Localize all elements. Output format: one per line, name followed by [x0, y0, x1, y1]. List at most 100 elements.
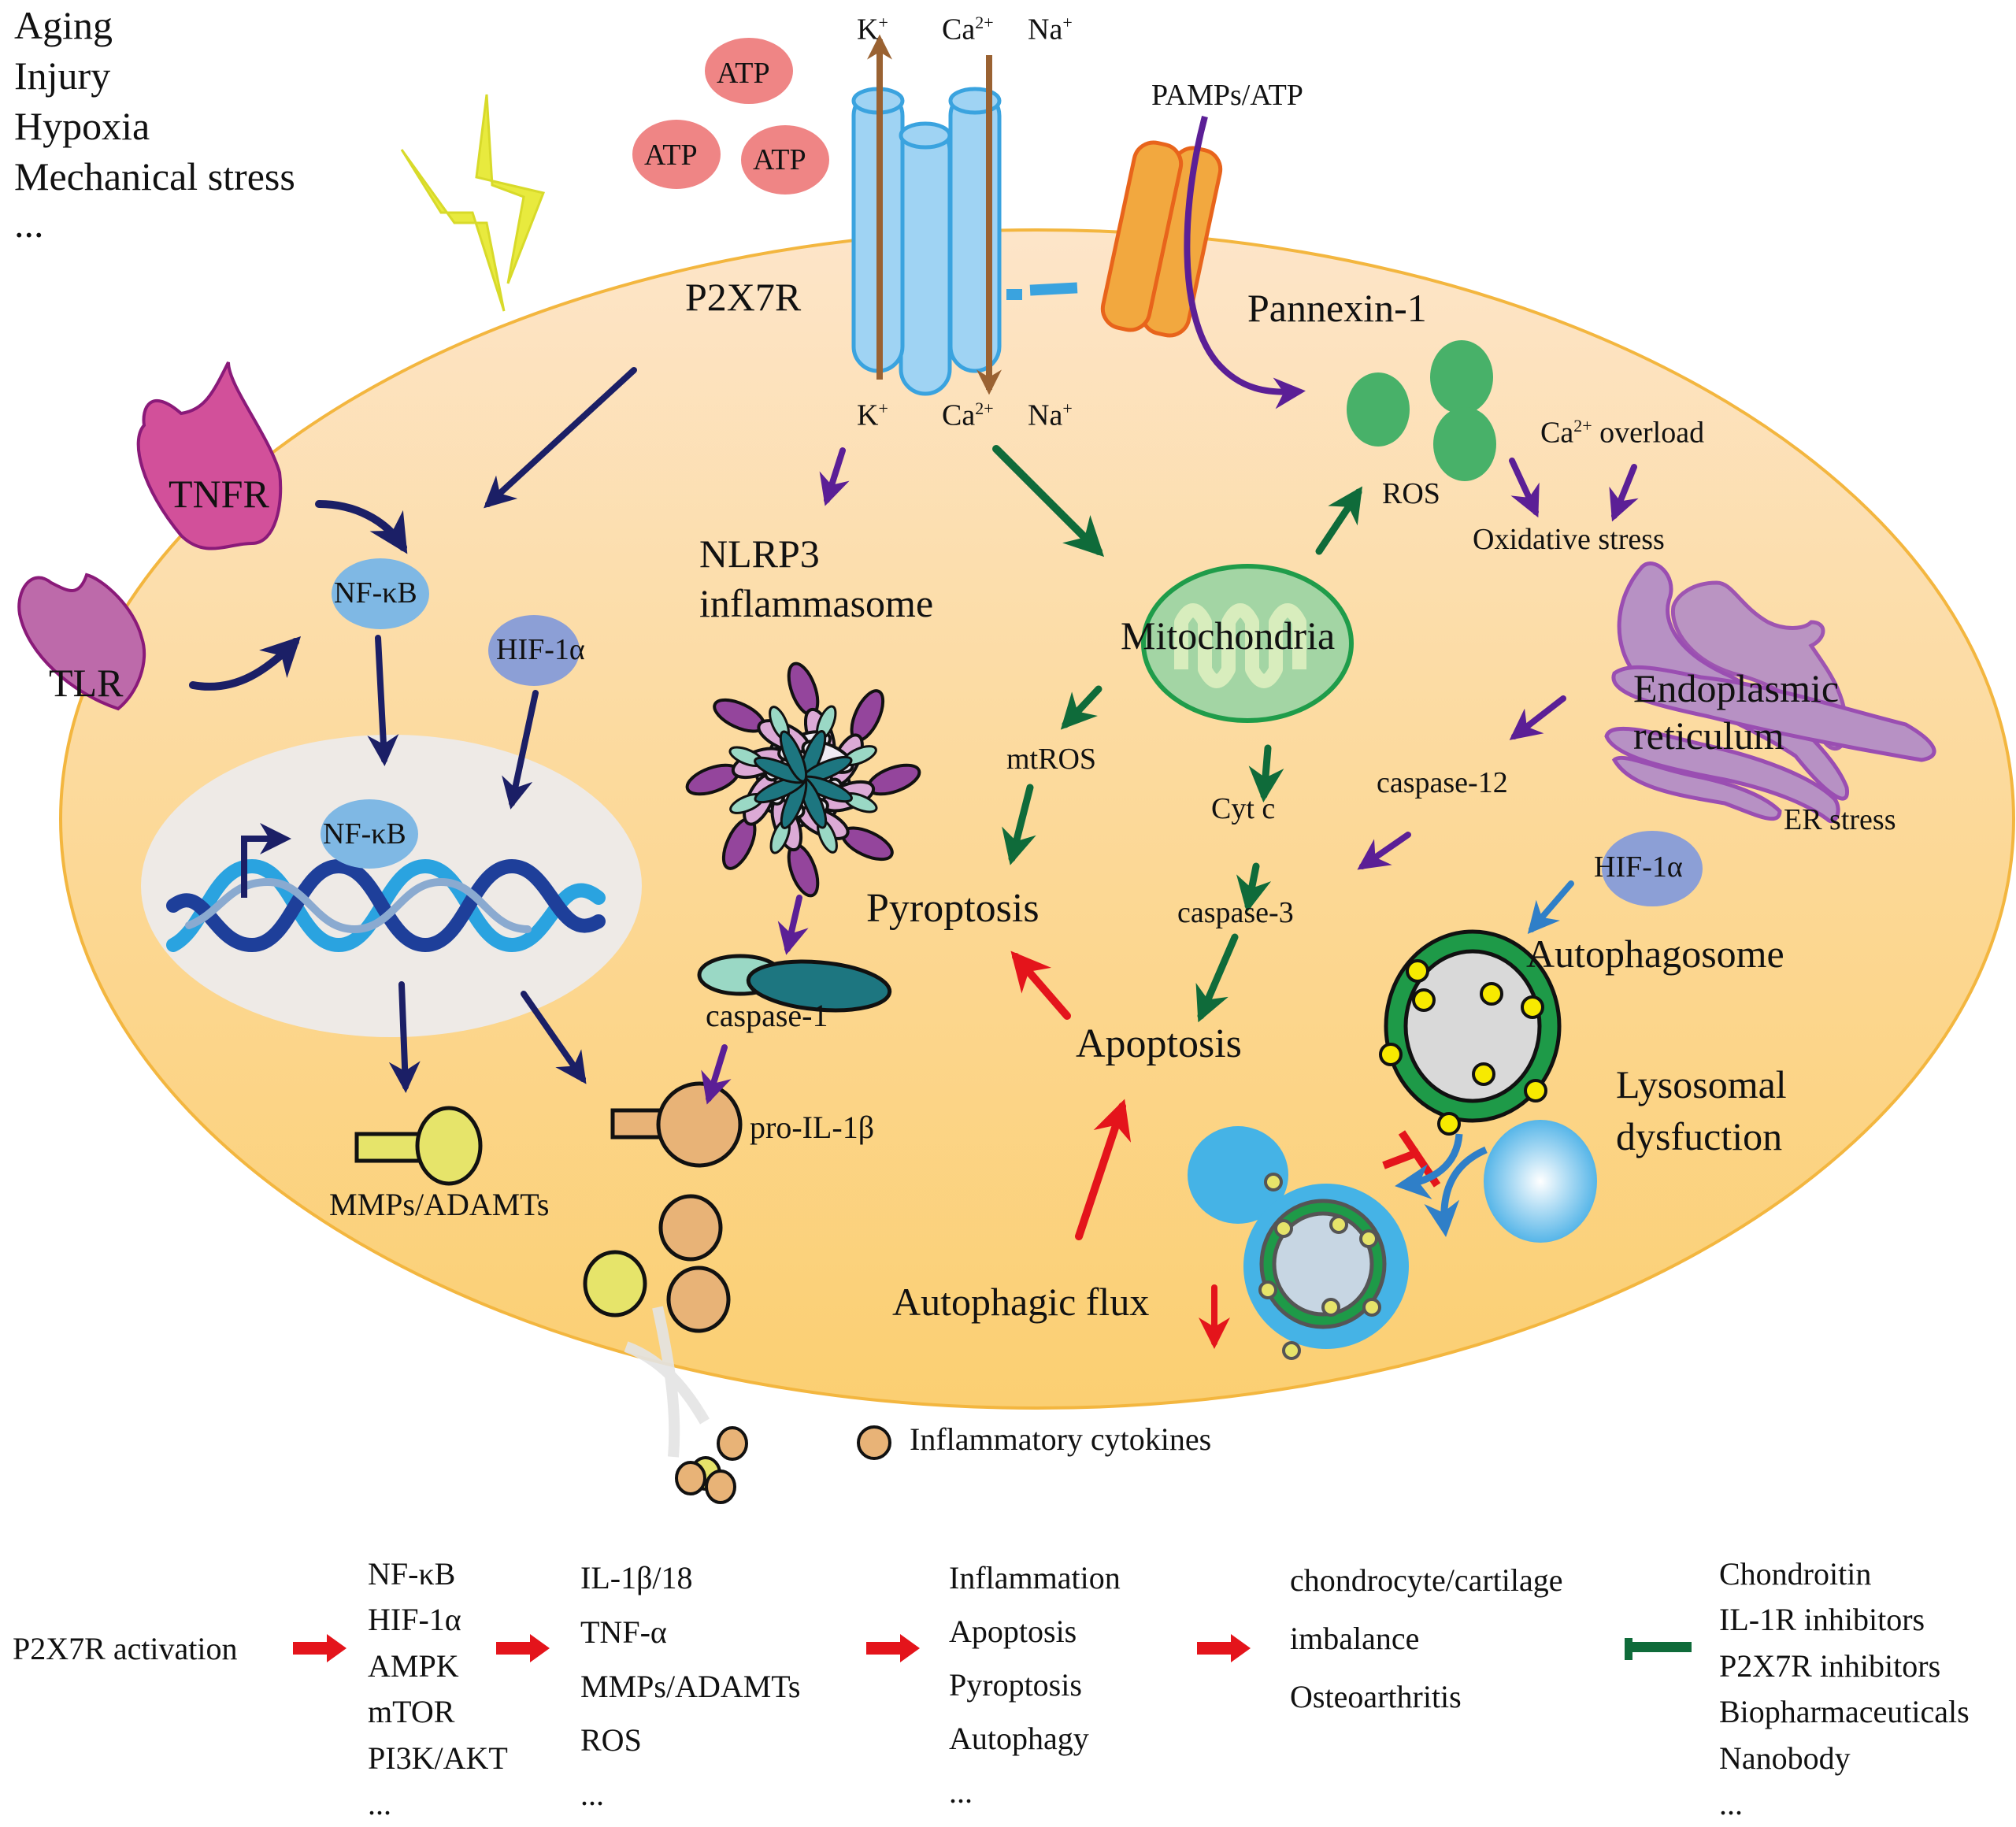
flow-outcome-item: imbalance [1290, 1621, 1420, 1656]
p2x7r-pannexin-link [1006, 282, 1078, 300]
er-label-line2: reticulum [1633, 713, 1784, 758]
flow-inhibitor-item: ... [1719, 1785, 1743, 1821]
cytokines-label: Inflammatory cytokines [910, 1421, 1212, 1457]
inhibition-bar-icon [1625, 1638, 1692, 1660]
flow-arrows [293, 1634, 1251, 1662]
fusion-arrows [1395, 1133, 1488, 1237]
pamps-label: PAMPs/ATP [1151, 79, 1303, 112]
ion-label-k-bottom: K+ [857, 398, 888, 432]
pro-il1b-label: pro-IL-1β [750, 1110, 875, 1145]
lightning-icon [400, 94, 546, 312]
flow-process-item: Inflammation [949, 1560, 1121, 1595]
flow-inhibitors-list: Chondroitin IL-1R inhibitors P2X7R inhib… [1719, 1551, 1970, 1827]
apoptosis-label: Apoptosis [1076, 1021, 1242, 1066]
nfkb-cyto-node [332, 558, 429, 629]
nlrp3-inflammasome-icon [685, 662, 921, 898]
cytc-label: Cyt c [1211, 792, 1276, 825]
flow-arrow-3 [866, 1634, 920, 1662]
flow-processes-list: Inflammation Apoptosis Pyroptosis Autoph… [949, 1551, 1121, 1819]
flow-signaling-list: NF-κB HIF-1α AMPK mTOR PI3K/AKT ... [368, 1551, 508, 1827]
flow-arrow-4 [1197, 1634, 1251, 1662]
flow-process-item: Autophagy [949, 1721, 1089, 1756]
lysosome-organelle [1484, 1120, 1597, 1243]
flow-outcome-list: chondrocyte/cartilage imbalance Osteoart… [1290, 1551, 1562, 1726]
caspase1-icon [697, 954, 892, 1013]
nfkb-nucleus-node [321, 799, 418, 869]
ros-label: ROS [1382, 477, 1440, 510]
ion-label-na-bottom: Na+ [1028, 398, 1073, 432]
flow-arrow-1 [293, 1634, 346, 1662]
stimulus-item: Injury [14, 54, 111, 98]
flow-signaling-item: NF-κB [368, 1556, 456, 1592]
mmp-protein-icon [354, 1106, 483, 1186]
autophagic-flux-label: Autophagic flux [892, 1280, 1150, 1324]
cytokine-legend-icon [675, 1425, 891, 1504]
flow-inhibitor-item: IL-1R inhibitors [1719, 1602, 1925, 1638]
tlr-receptor [17, 573, 146, 711]
flow-inhibitor-item: P2X7R inhibitors [1719, 1647, 1941, 1684]
flow-mediator-item: MMPs/ADAMTs [580, 1668, 801, 1704]
flow-process-item: Pyroptosis [949, 1667, 1082, 1703]
er-stress-label: ER stress [1784, 803, 1896, 836]
flow-start: P2X7R activation [13, 1631, 238, 1666]
hif-auto-node [1602, 831, 1703, 906]
hif-cyto-label: HIF-1α [496, 633, 585, 666]
transcription-start-icon [241, 823, 291, 898]
autophagosome-label: Autophagosome [1526, 932, 1784, 976]
ca-overload-label: Ca2+ overload [1540, 416, 1705, 450]
mitochondria-organelle [1141, 564, 1354, 723]
ros-molecules [1347, 340, 1496, 481]
p2x7r-channel [851, 87, 1002, 396]
stimulus-item: Aging [14, 3, 113, 47]
stimulus-item: ... [14, 202, 44, 246]
autophagosome-organelle [1379, 929, 1562, 1136]
ion-label-ca-bottom: Ca2+ [942, 398, 994, 432]
nlrp3-label-line2: inflammasome [699, 580, 934, 625]
atp-label: ATP [753, 143, 806, 176]
tlr-label: TLR [49, 661, 124, 705]
cytokine-particles [583, 1194, 731, 1333]
nfkb-nucleus-label: NF-κB [323, 817, 406, 850]
lysosomal-dysfunction-label: Lysosomal dysfuction [1616, 1058, 1787, 1162]
flow-inhibitor-item: Nanobody [1719, 1740, 1851, 1776]
flow-mediator-item: ... [580, 1777, 604, 1813]
flow-inhibitor-item: Chondroitin [1719, 1556, 1872, 1592]
flow-arrow-2 [496, 1634, 550, 1662]
flow-outcome-item: chondrocyte/cartilage [1290, 1562, 1563, 1598]
stimulus-item: Mechanical stress [14, 154, 295, 198]
stimulus-item: Hypoxia [14, 104, 150, 148]
secretion-path [624, 1306, 710, 1458]
autolysosome-organelle [1188, 1126, 1409, 1360]
er-label: Endoplasmic reticulum [1633, 665, 1839, 759]
lysosomal-label-line1: Lysosomal [1616, 1062, 1787, 1106]
pamps-entry-arrow [1184, 115, 1306, 410]
flow-signaling-item: PI3K/AKT [368, 1740, 508, 1776]
hif-cyto-node [488, 615, 580, 686]
atp-molecules [632, 38, 829, 195]
flow-mediator-item: IL-1β/18 [580, 1560, 693, 1595]
atp-label: ATP [644, 139, 698, 172]
mitochondria-label: Mitochondria [1121, 613, 1336, 658]
flow-outcome-item: Osteoarthritis [1290, 1679, 1462, 1714]
flow-signaling-item: AMPK [368, 1647, 459, 1684]
flow-signaling-item: mTOR [368, 1694, 455, 1730]
pyroptosis-label: Pyroptosis [866, 886, 1040, 931]
flow-mediator-item: ROS [580, 1722, 642, 1758]
hif-auto-label: HIF-1α [1594, 850, 1683, 884]
tnfr-receptor [136, 361, 283, 550]
flow-signaling-item: HIF-1α [368, 1602, 461, 1638]
atp-label: ATP [717, 57, 770, 90]
mmps-label: MMPs/ADAMTs [329, 1187, 550, 1222]
er-label-line1: Endoplasmic [1633, 666, 1840, 710]
lysosomal-label-line2: dysfuction [1616, 1114, 1783, 1158]
cell-membrane [59, 228, 2015, 1410]
ion-label-k-top: K+ [857, 13, 888, 46]
flow-mediator-item: TNF-α [580, 1614, 667, 1650]
oxidative-stress-label: Oxidative stress [1473, 523, 1665, 556]
caspase12-label: caspase-12 [1377, 766, 1508, 799]
nlrp3-label: NLRP3 inflammasome [699, 529, 933, 628]
flow-process-item: ... [949, 1774, 973, 1810]
pannexin-label: Pannexin-1 [1247, 286, 1427, 330]
tnfr-label: TNFR [169, 472, 269, 516]
